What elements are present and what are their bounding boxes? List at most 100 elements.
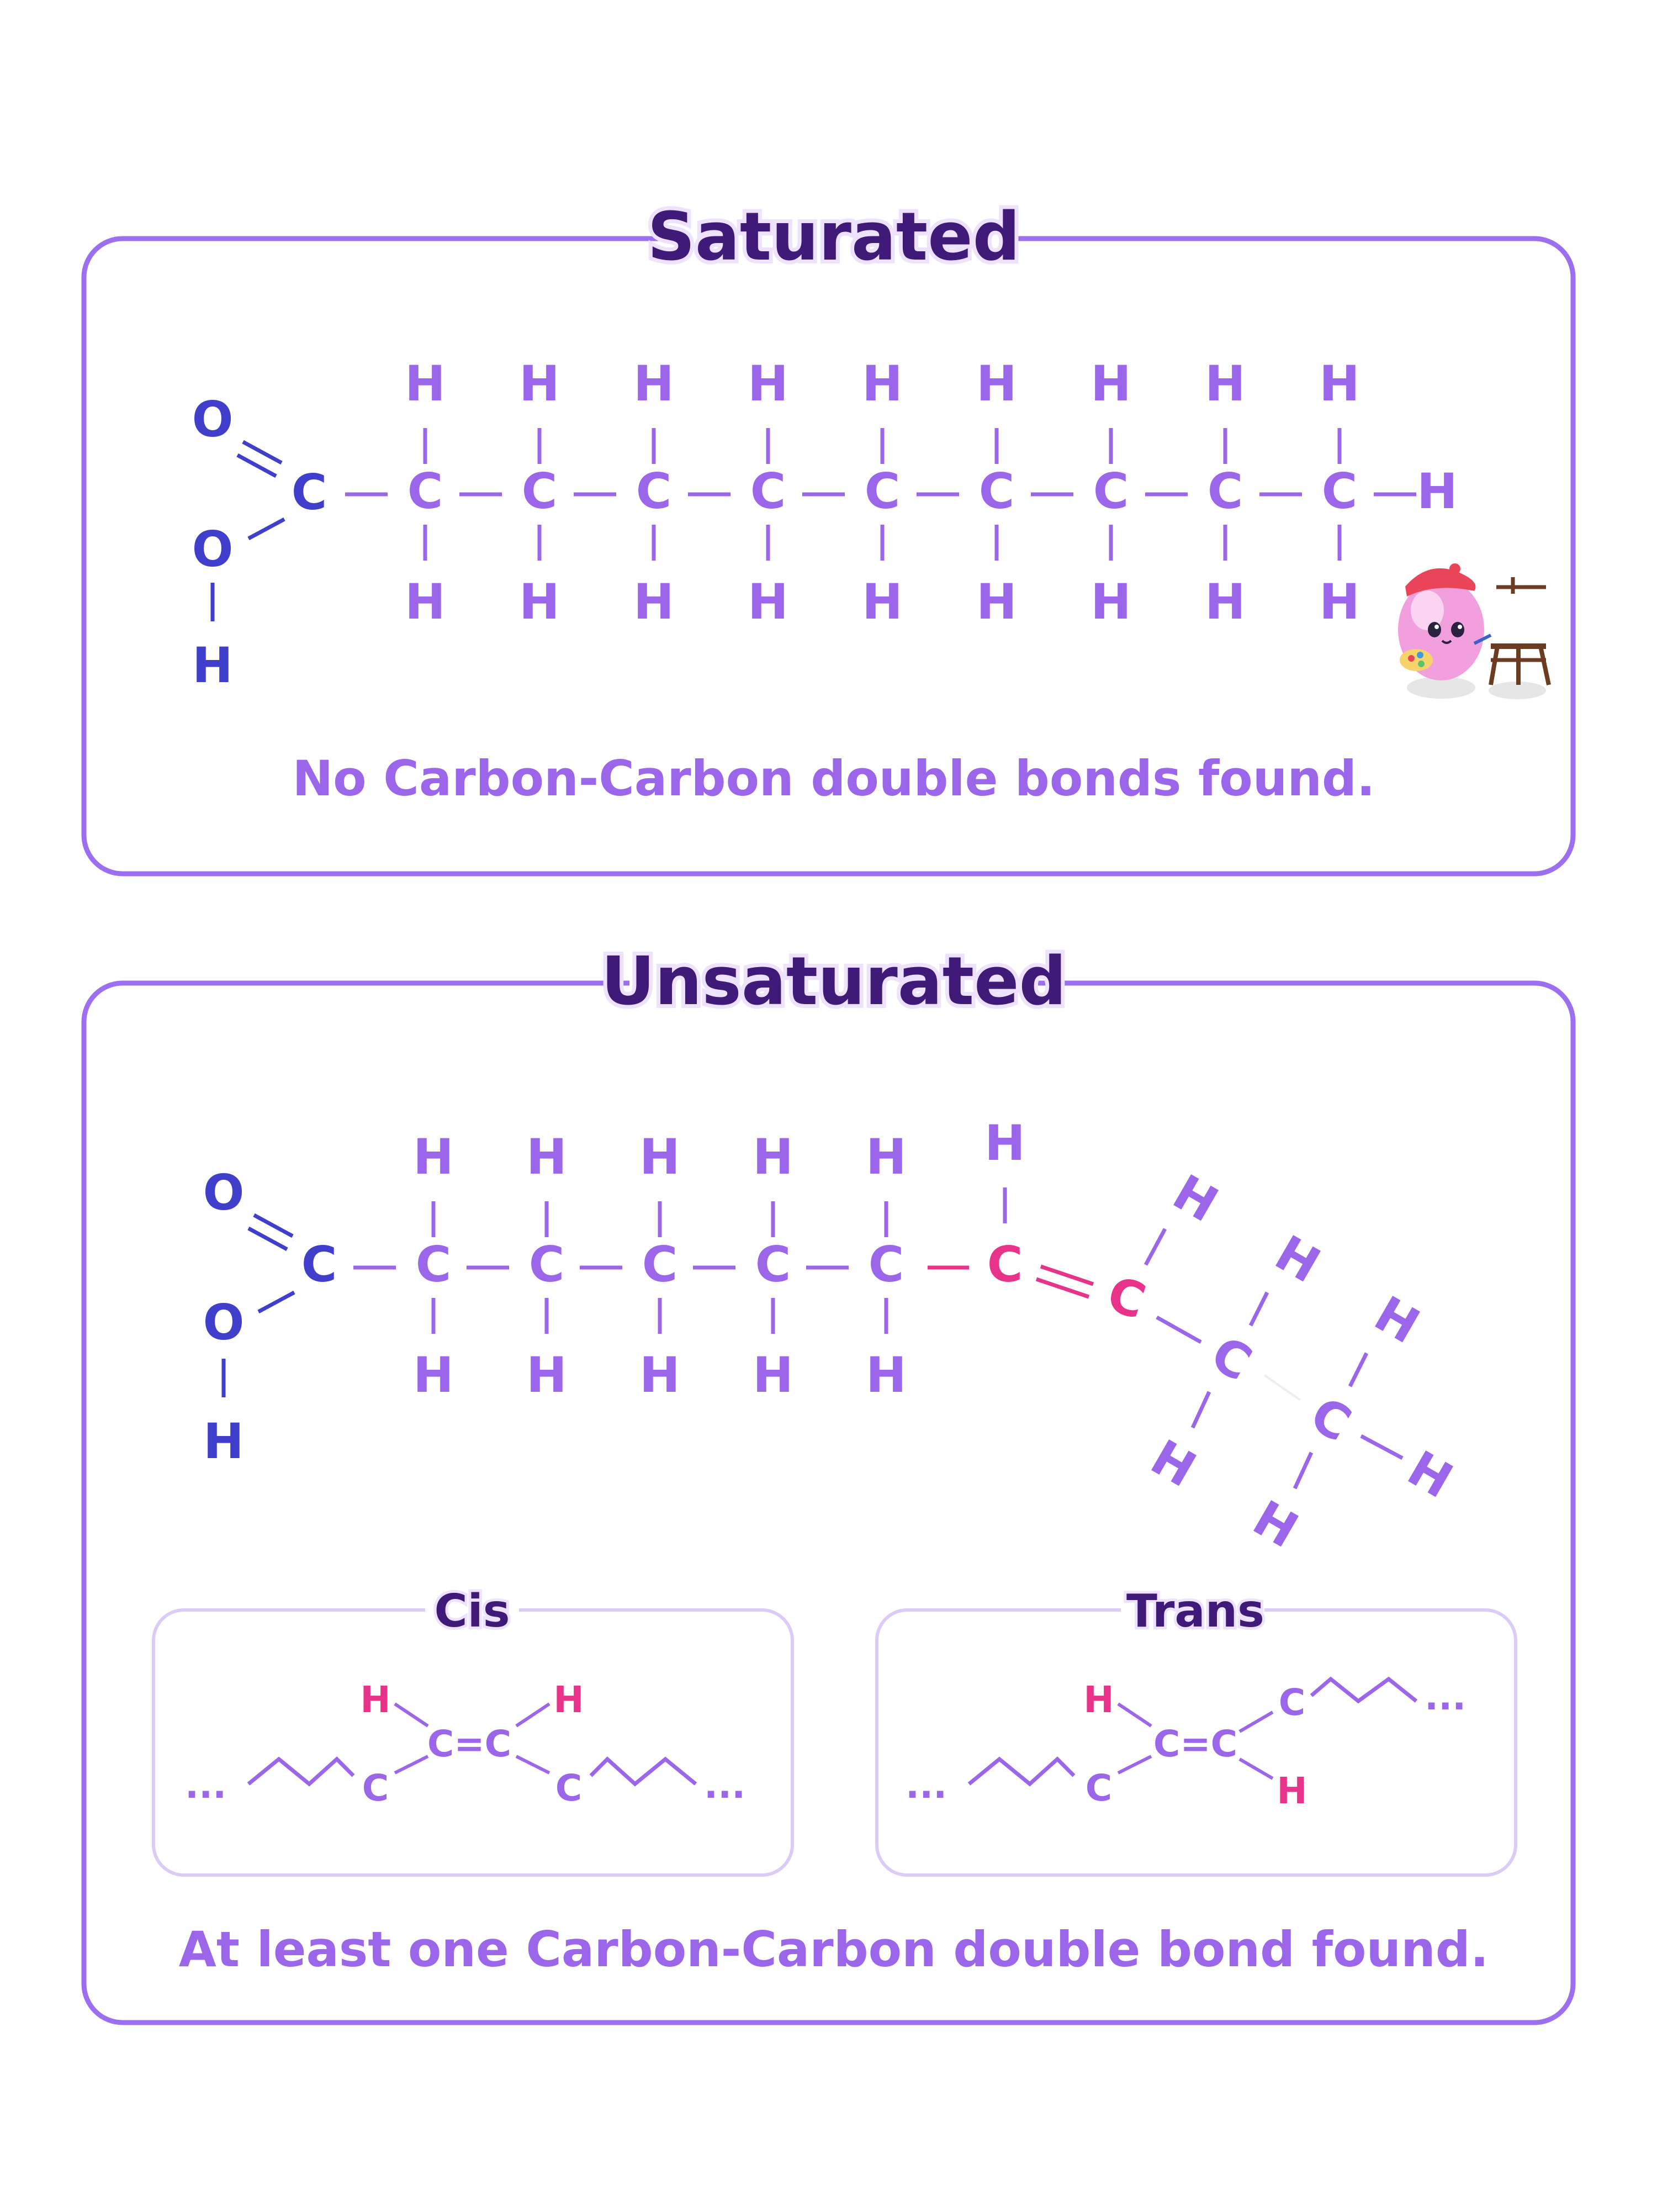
cis-right-dots: ... (704, 1764, 745, 1807)
saturated-chain-carbon: C (750, 463, 786, 520)
trans-left-dots: ... (906, 1764, 947, 1807)
unsaturated-acid-group: O C O H (203, 1164, 337, 1470)
unsaturated-bottom-hydrogen: H (753, 1347, 793, 1403)
saturated-co-double-bond-2 (236, 453, 277, 478)
double-bond-carbon-2-h-bond (1144, 1228, 1167, 1266)
unsaturated-top-hydrogen: H (753, 1128, 793, 1185)
saturated-top-hydrogen: H (1205, 355, 1246, 412)
unsaturated-oxygen-top: O (203, 1164, 245, 1221)
cis-right-h-bond (515, 1702, 550, 1728)
trans-title-gap (1121, 1585, 1264, 1635)
unsaturated-top-hydrogen: H (639, 1128, 680, 1185)
trans-left-c-bond (1117, 1755, 1152, 1775)
saturated-bottom-hydrogen: H (976, 573, 1017, 630)
tail-bond-2 (1263, 1374, 1301, 1401)
saturated-top-hydrogen: H (1090, 355, 1131, 412)
trans-box: Trans ... C H C=C C ... H (875, 1582, 1517, 1877)
tail-carbon-2-h-up-bond (1348, 1352, 1369, 1387)
unsaturated-oxygen-bottom: O (203, 1294, 245, 1351)
saturated-chain-carbon: C (865, 463, 901, 520)
trans-left-hydrogen: H (1083, 1678, 1114, 1721)
cis-left-carbon: C (362, 1767, 389, 1809)
trans-right-hydrogen: H (1277, 1770, 1307, 1812)
unsaturated-chain-carbon: C (529, 1236, 565, 1293)
cis-box: Cis ... C C=C H H C ... (152, 1582, 794, 1877)
saturated-bottom-hydrogen: H (1205, 573, 1246, 630)
tail-carbon-1: C (1202, 1325, 1261, 1392)
tail-carbon-2-h-down-bond (1293, 1451, 1314, 1490)
cis-left-h-bond (394, 1702, 429, 1728)
trans-right-dots: ... (1425, 1676, 1466, 1718)
saturated-chain-carbon: C (407, 463, 443, 520)
saturated-end-hydrogen: H (1417, 463, 1458, 520)
trans-right-carbon: C (1279, 1681, 1305, 1724)
tail-carbon-2: C (1301, 1386, 1360, 1453)
saturated-top-hydrogen: H (633, 355, 674, 412)
unsaturated-co-double-bond-2 (247, 1226, 288, 1252)
saturated-oxygen-top: O (192, 391, 234, 448)
saturated-acid-carbon: C (292, 464, 327, 521)
unsaturated-top-hydrogen: H (526, 1128, 567, 1185)
saturated-chain-carbon: C (636, 463, 672, 520)
saturated-caption: No Carbon-Carbon double bonds found. (293, 750, 1375, 807)
unsaturated-title-gap (629, 953, 1038, 1019)
tail-carbon-2-hydrogen-up: H (1365, 1285, 1429, 1355)
saturated-chain-carbon: C (1208, 463, 1243, 520)
cis-title: Cis (434, 1585, 510, 1638)
unsaturated-chain-carbon: C (416, 1236, 452, 1293)
saturated-panel: Saturated O C O H CHHCHHCHHCHHCHHCHHCHHC… (81, 195, 1576, 877)
cis-right-zigzag (589, 1756, 697, 1787)
cis-left-c-bond (394, 1755, 429, 1775)
tail-carbon-2-hydrogen-right: H (1399, 1440, 1462, 1509)
saturated-bottom-hydrogen: H (633, 573, 674, 630)
double-bond-carbon-1: C (987, 1236, 1023, 1293)
cis-left-dots: ... (185, 1764, 226, 1807)
saturated-bottom-hydrogen: H (862, 573, 903, 630)
saturated-bottom-hydrogen: H (1319, 573, 1360, 630)
unsaturated-bottom-hydrogen: H (413, 1347, 454, 1403)
trans-title: Trans (1126, 1585, 1264, 1638)
saturated-acid-group: O C O H (192, 391, 327, 694)
saturated-bottom-hydrogen: H (748, 573, 788, 630)
saturated-co-double-bond-1 (242, 440, 283, 465)
saturated-top-hydrogen: H (1319, 355, 1360, 412)
saturated-top-hydrogen: H (519, 355, 560, 412)
saturated-oxygen-bottom: O (192, 521, 234, 578)
unsaturated-bottom-hydrogen: H (866, 1347, 907, 1403)
unsaturated-panel-frame (81, 980, 1576, 2025)
tail-carbon-1-hydrogen-down: H (1142, 1429, 1205, 1498)
tail-bond-1 (1156, 1315, 1202, 1344)
double-bond-carbon-2: C (1101, 1265, 1152, 1331)
saturated-bottom-hydrogen: H (519, 573, 560, 630)
saturated-title-gap (665, 210, 1002, 276)
saturated-top-hydrogen: H (748, 355, 788, 412)
saturated-top-hydrogen: H (405, 355, 446, 412)
tail-carbon-2-h-right-bond (1360, 1434, 1404, 1460)
saturated-title: Saturated (648, 199, 1020, 276)
trans-right-c-bond (1238, 1711, 1274, 1733)
saturated-bottom-hydrogen: H (1090, 573, 1131, 630)
tail-carbon-1-hydrogen-up: H (1266, 1224, 1330, 1294)
trans-right-zigzag (1310, 1676, 1418, 1704)
cis-right-hydrogen: H (553, 1678, 584, 1721)
cis-double-bond: C=C (427, 1723, 511, 1765)
painter-mascot-icon (1398, 563, 1551, 699)
saturated-chain-carbon: C (1093, 463, 1129, 520)
unsaturated-c-oh-bond (257, 1290, 295, 1314)
unsaturated-caption: At least one Carbon-Carbon double bond f… (179, 1921, 1489, 1978)
saturated-top-hydrogen: H (862, 355, 903, 412)
unsaturated-chain-carbon: C (869, 1236, 904, 1293)
cis-left-zigzag (247, 1756, 355, 1787)
double-bond-carbon-2-hydrogen: H (1164, 1164, 1227, 1233)
saturated-bottom-hydrogen: H (405, 573, 446, 630)
cis-title-gap (425, 1585, 519, 1635)
unsaturated-chain-carbon: C (642, 1236, 678, 1293)
unsaturated-top-hydrogen: H (866, 1128, 907, 1185)
carbon-carbon-double-bond-line-2 (1035, 1277, 1090, 1299)
saturated-chain-carbon: C (1322, 463, 1358, 520)
unsaturated-top-hydrogen: H (413, 1128, 454, 1185)
unsaturated-co-double-bond-1 (253, 1213, 294, 1238)
